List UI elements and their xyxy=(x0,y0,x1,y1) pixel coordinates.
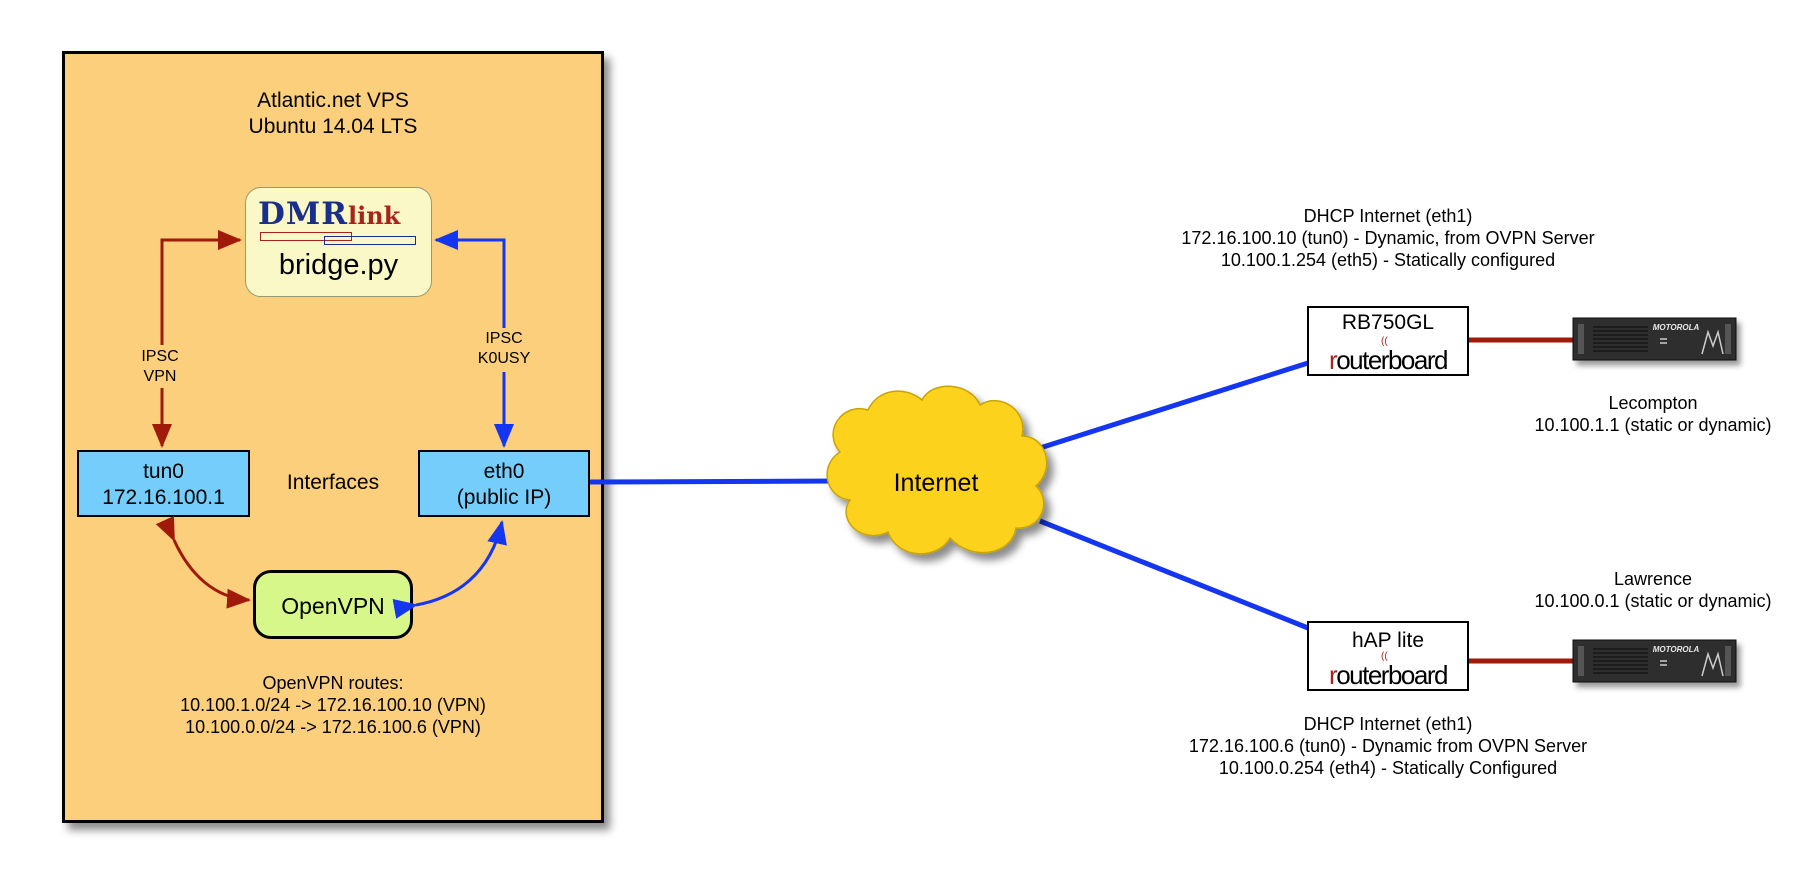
hap-lite-info: DHCP Internet (eth1) 172.16.100.6 (tun0)… xyxy=(1188,714,1588,778)
dmrlink-logo-underline xyxy=(260,232,416,245)
rb750gl-info: DHCP Internet (eth1) 172.16.100.10 (tun0… xyxy=(1181,206,1595,270)
interfaces-label: Interfaces xyxy=(286,471,380,494)
hap-lite-routerboard-logo: (( routerboard xyxy=(1329,651,1448,690)
wifi-icon: (( xyxy=(1381,336,1388,347)
dmrlink-label: bridge.py xyxy=(278,249,399,281)
eth0-openvpn-link xyxy=(392,520,507,619)
lawrence-radio-brand: MOTOROLA xyxy=(1652,645,1700,654)
ipsc-vpn-label: IPSC VPN xyxy=(141,348,179,385)
motorola-radio-lawrence xyxy=(1572,639,1737,683)
openvpn-box: OpenVPN xyxy=(253,570,413,639)
rb750gl-routerboard-logo: (( routerboard xyxy=(1329,336,1448,375)
internet-cloud xyxy=(826,385,1048,555)
lecompton-radio-brand: MOTOROLA xyxy=(1652,323,1700,332)
dmrlink-logo: DMRlink xyxy=(258,196,401,232)
wifi-icon: (( xyxy=(1381,651,1388,662)
motorola-radio-lecompton xyxy=(1572,317,1737,361)
internet-rb750gl-link xyxy=(1039,360,1309,451)
openvpn-routes-text: OpenVPN routes: 10.100.1.0/24 -> 172.16.… xyxy=(180,673,486,737)
ipsc-k0usy-arrow-up xyxy=(434,230,506,328)
internet-hap-lite-link xyxy=(1039,518,1309,631)
tun0-interface-box: tun0 172.16.100.1 xyxy=(77,450,250,517)
eth0-interface-box: eth0 (public IP) xyxy=(418,450,590,517)
eth0-internet-link xyxy=(589,478,843,485)
ipsc-k0usy-label: IPSC K0USY xyxy=(477,330,531,367)
lecompton-label: Lecompton 10.100.1.1 (static or dynamic) xyxy=(1534,393,1772,435)
rb750gl-router-box: RB750GL (( routerboard xyxy=(1307,306,1469,376)
internet-label: Internet xyxy=(893,469,979,497)
vps-title: Atlantic.net VPS Ubuntu 14.04 LTS xyxy=(248,89,418,138)
tun0-openvpn-link xyxy=(155,515,251,609)
hap-lite-router-box: hAP lite (( routerboard xyxy=(1307,621,1469,691)
dmrlink-box: DMRlink bridge.py xyxy=(245,187,432,297)
ipsc-vpn-arrow-up xyxy=(160,230,242,345)
lawrence-label: Lawrence 10.100.0.1 (static or dynamic) xyxy=(1534,569,1772,611)
